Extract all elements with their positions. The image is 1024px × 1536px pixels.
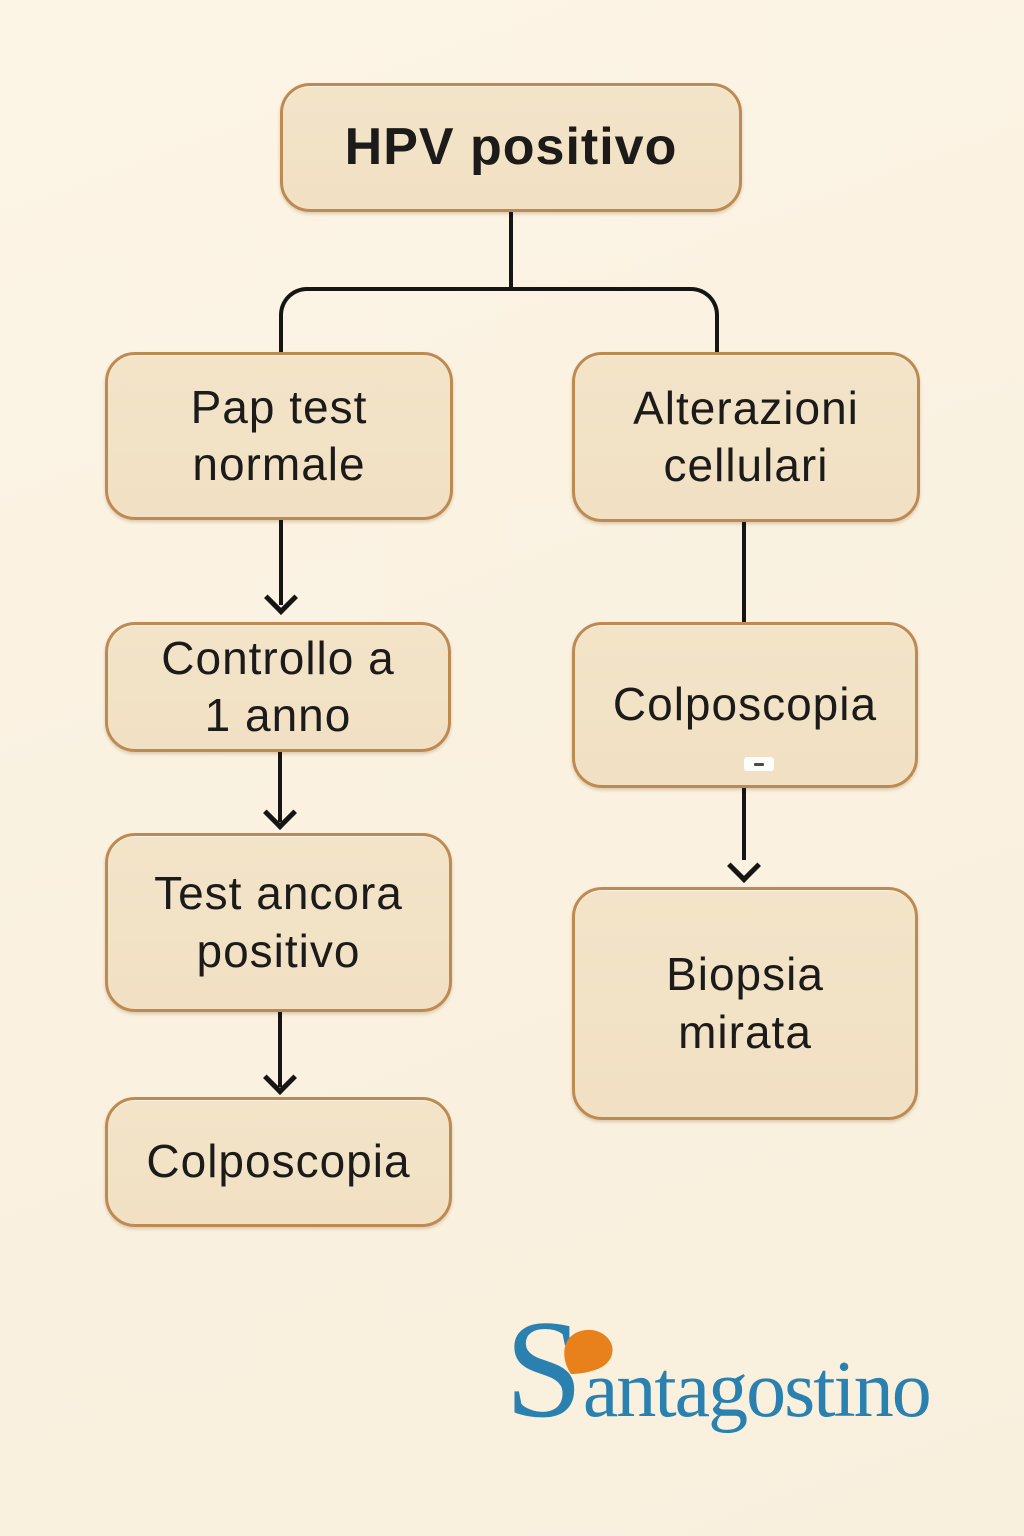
node-pap-test-normale: Pap test normale bbox=[105, 352, 453, 520]
node-controllo-1-anno-label: Controllo a 1 anno bbox=[161, 631, 395, 741]
connector-root-stem bbox=[509, 212, 513, 289]
arrowhead-test-to-colposcopia bbox=[263, 1061, 297, 1095]
connector-branch bbox=[279, 287, 719, 352]
node-colposcopia-right-label: Colposcopia bbox=[612, 678, 878, 731]
node-test-ancora-positivo: Test ancora positivo bbox=[105, 833, 452, 1012]
arrowhead-colposcopia-to-biopsia bbox=[727, 849, 761, 883]
santagostino-logo: Santagostino bbox=[505, 1300, 932, 1440]
arrowhead-pap-to-controllo bbox=[264, 581, 298, 615]
node-alterazioni-cellulari-label: Alterazioni cellulari bbox=[633, 381, 859, 491]
node-hpv-positivo: HPV positivo bbox=[280, 83, 742, 212]
arrow-pap-to-controllo bbox=[279, 520, 283, 605]
node-biopsia-mirata: Biopsia mirata bbox=[572, 887, 918, 1120]
heart-lobe-icon bbox=[564, 1329, 613, 1374]
render-artifact bbox=[744, 757, 774, 771]
node-colposcopia-left-label: Colposcopia bbox=[146, 1135, 411, 1188]
node-hpv-positivo-label: HPV positivo bbox=[344, 118, 678, 177]
node-biopsia-mirata-label: Biopsia mirata bbox=[666, 948, 824, 1058]
node-pap-test-normale-label: Pap test normale bbox=[190, 380, 368, 490]
node-alterazioni-cellulari: Alterazioni cellulari bbox=[572, 352, 920, 522]
connector-alterazioni-to-colposcopia bbox=[742, 522, 746, 622]
node-colposcopia-left: Colposcopia bbox=[105, 1097, 452, 1227]
node-colposcopia-right: Colposcopia bbox=[572, 622, 918, 788]
arrow-controllo-to-test bbox=[278, 752, 282, 822]
node-controllo-1-anno: Controllo a 1 anno bbox=[105, 622, 451, 752]
logo-wordmark: antagostino bbox=[582, 1346, 932, 1434]
node-test-ancora-positivo-label: Test ancora positivo bbox=[154, 867, 403, 977]
arrow-colposcopia-to-biopsia bbox=[742, 788, 746, 860]
arrow-test-to-colposcopia bbox=[278, 1012, 282, 1087]
arrowhead-controllo-to-test bbox=[263, 796, 297, 830]
